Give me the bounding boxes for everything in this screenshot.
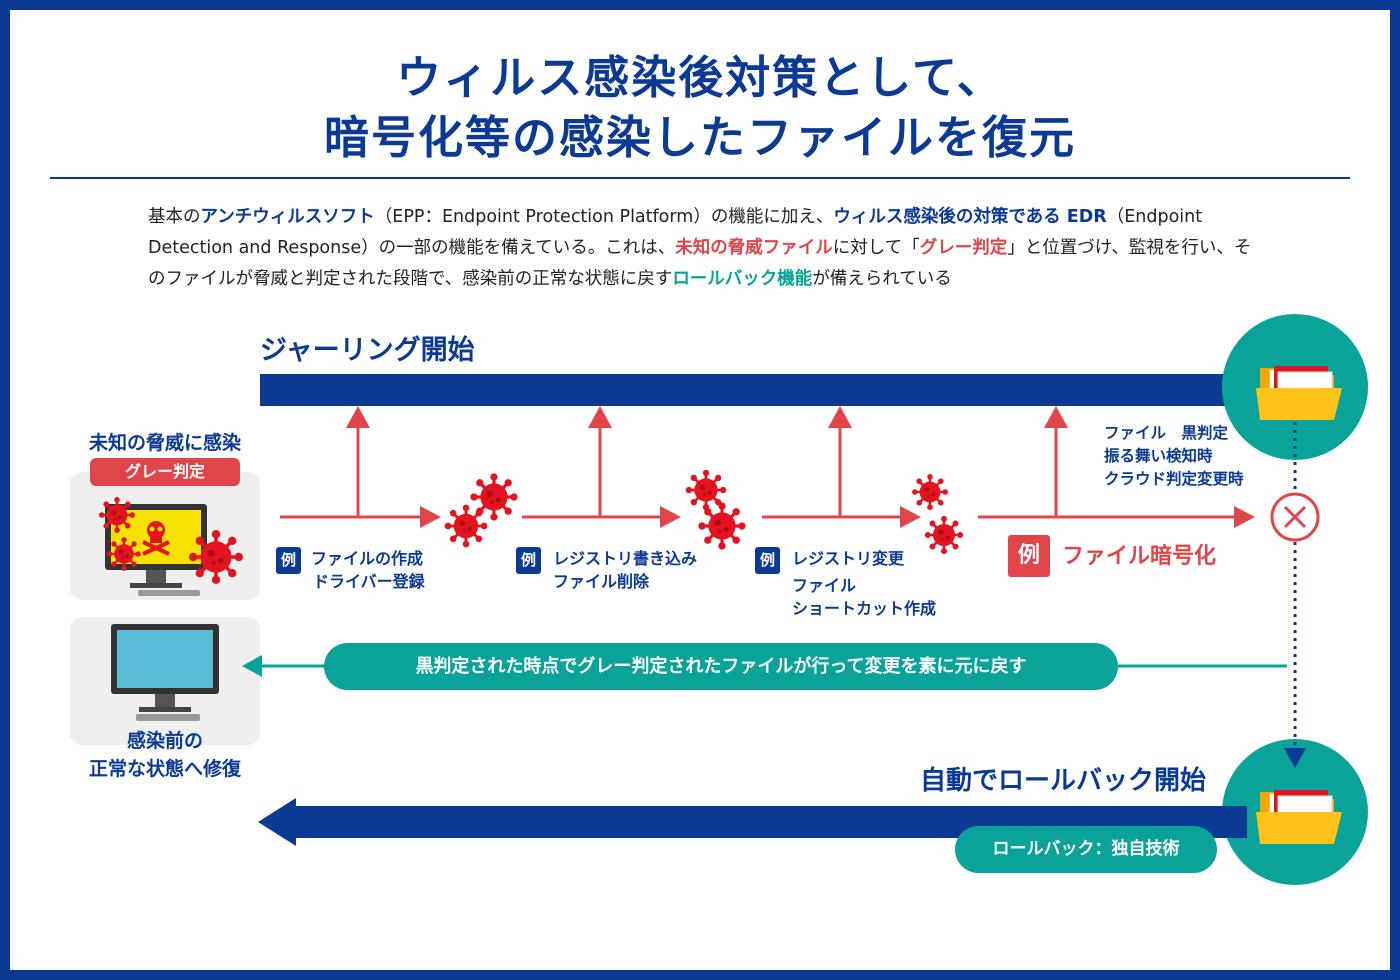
restored-label-line-2: 正常な状態へ修復 xyxy=(88,758,241,780)
example-badge: 例 xyxy=(276,547,301,574)
intro-highlight-gray: グレー判定 xyxy=(919,238,1008,258)
folder-icon xyxy=(1255,789,1343,845)
virus-icon xyxy=(468,471,520,523)
intro-text: （Endpoint Detection and Response）の一部の機能を… xyxy=(148,207,1203,258)
intro-highlight-rollback: ロールバック機能 xyxy=(672,269,813,289)
example-2-line-1: レジストリ書き込み xyxy=(553,549,698,568)
example-1: ファイルの作成 ドライバー登録 xyxy=(311,547,425,593)
example-badge: 例 xyxy=(516,547,541,574)
restored-label: 感染前の 正常な状態へ修復 xyxy=(65,727,265,783)
virus-icon xyxy=(106,536,142,572)
example-3-line-3: ショートカット作成 xyxy=(792,599,937,618)
restored-monitor-icon xyxy=(111,624,219,721)
example-1-line-2: ドライバー登録 xyxy=(313,572,425,591)
intro-highlight-edr: ウィルス感染後の対策である EDR xyxy=(833,207,1107,227)
intro-highlight-unknown-threat: 未知の脅威ファイル xyxy=(675,238,833,258)
infected-label: 未知の脅威に感染 xyxy=(88,432,241,454)
restored-label-line-1: 感染前の xyxy=(126,730,203,752)
detection-line-3: クラウド判定変更時 xyxy=(1104,470,1244,488)
virus-icon xyxy=(187,528,245,586)
page-title: ウィルス感染後対策として、 暗号化等の感染したファイルを復元 xyxy=(10,48,1390,168)
example-2: レジストリ書き込み ファイル削除 xyxy=(553,547,697,593)
example-3-line-1: レジストリ変更 xyxy=(792,549,905,568)
intro-text: 基本の xyxy=(148,207,201,227)
intro-text: が備えられている xyxy=(812,269,952,289)
virus-icon xyxy=(910,472,950,512)
example-1-line-1: ファイルの作成 xyxy=(311,549,424,568)
intro-text: に対して「 xyxy=(832,238,920,258)
title-line-1: ウィルス感染後対策として、 xyxy=(396,51,1004,104)
gray-judgement-badge: グレー判定 xyxy=(90,458,240,486)
virus-icon xyxy=(696,500,748,552)
title-line-2: 暗号化等の感染したファイルを復元 xyxy=(323,111,1076,164)
rollback-technology-pill: ロールバック：独自技術 xyxy=(955,826,1217,873)
example-3: レジストリ変更 ファイル ショートカット作成 xyxy=(792,547,936,620)
jailing-arrow xyxy=(260,374,1235,406)
folder-icon xyxy=(1255,365,1343,421)
jailing-label: ジャーリング開始 xyxy=(260,335,475,366)
title-divider xyxy=(50,177,1350,179)
example-badge: 例 xyxy=(755,547,780,574)
detection-line-1: ファイル 黒判定 xyxy=(1104,424,1229,442)
skull-icon xyxy=(142,521,170,556)
infographic: ウィルス感染後対策として、 暗号化等の感染したファイルを復元 基本のアンチウィル… xyxy=(10,10,1390,970)
restore-description-pill: 黒判定された時点でグレー判定されたファイルが行って変更を素に元に戻す xyxy=(324,643,1118,690)
virus-icon xyxy=(97,495,137,535)
encrypt-example-badge: 例 xyxy=(1008,535,1050,577)
intro-paragraph: 基本のアンチウィルスソフト（EPP：Endpoint Protection Pl… xyxy=(148,202,1258,295)
detection-conditions: ファイル 黒判定 振る舞い検知時 クラウド判定変更時 xyxy=(1104,422,1244,491)
example-2-line-2: ファイル削除 xyxy=(553,572,650,591)
cross-circle-icon xyxy=(1270,492,1320,542)
example-3-line-2: ファイル xyxy=(792,576,857,595)
flow-diagram xyxy=(97,314,1368,885)
encrypt-label: ファイル暗号化 xyxy=(1062,544,1217,569)
detection-line-2: 振る舞い検知時 xyxy=(1104,447,1213,465)
intro-highlight-antivirus: アンチウィルスソフト xyxy=(200,207,375,227)
auto-rollback-label: 自動でロールバック開始 xyxy=(920,766,1207,796)
intro-text: 」と位置づけ、監視を行い、そのファイルが脅威と判定された段階で、感染前の正常な状… xyxy=(148,238,1252,289)
intro-text: （EPP：Endpoint Protection Platform）の機能に加え… xyxy=(374,207,834,227)
